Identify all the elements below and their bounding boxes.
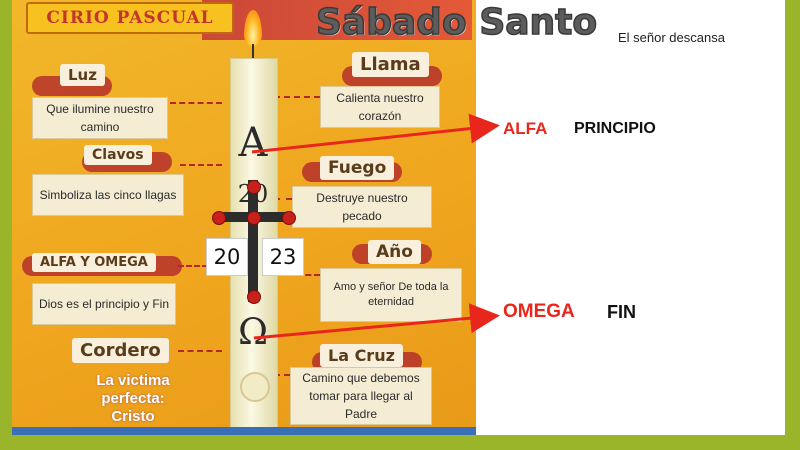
- nail-grain-center: [247, 211, 261, 225]
- page-subtitle: El señor descansa: [618, 30, 725, 45]
- tag-alfa-omega: ALFA Y OMEGA: [32, 253, 156, 272]
- year-right-box: 23: [262, 238, 304, 276]
- nail-grain-right: [282, 211, 296, 225]
- tag-llama: Llama: [352, 52, 429, 77]
- cross-vertical: [248, 180, 258, 302]
- flame-icon: [244, 10, 262, 46]
- connector-line: [180, 164, 222, 166]
- connector-line: [274, 374, 290, 376]
- desc-fuego: Destruye nuestro pecado: [292, 186, 432, 228]
- tag-la-cruz: La Cruz: [320, 344, 403, 367]
- tag-fuego: Fuego: [320, 156, 395, 180]
- lamb-icon: [240, 372, 270, 402]
- meaning-omega: FIN: [607, 302, 636, 322]
- desc-clavos: Simboliza las cinco llagas: [32, 174, 184, 216]
- desc-llama: Calienta nuestro corazón: [320, 86, 440, 128]
- connector-line: [288, 274, 320, 276]
- connector-line: [170, 102, 222, 104]
- poster-header: CIRIO PASCUAL: [26, 2, 234, 34]
- nail-grain-bottom: [247, 290, 261, 304]
- desc-cordero: La victima perfecta: Cristo: [96, 372, 170, 425]
- desc-la-cruz: Camino que debemos tomar para llegar al …: [290, 367, 432, 425]
- meaning-alfa: PRINCIPIO: [574, 120, 656, 137]
- tag-clavos: Clavos: [84, 145, 152, 165]
- alpha-symbol: A: [238, 120, 268, 166]
- term-omega: OMEGA: [503, 301, 575, 322]
- omega-symbol: Ω: [238, 312, 268, 353]
- year-left-box: 20: [206, 238, 248, 276]
- cirio-pascual-poster: CIRIO PASCUAL Luz Que ilumine nuestro ca…: [12, 0, 476, 435]
- nail-grain-top: [247, 180, 261, 194]
- connector-line: [178, 350, 222, 352]
- poster-bottom-strip: [12, 427, 476, 435]
- tag-luz: Luz: [60, 64, 105, 86]
- term-alfa: ALFA: [503, 119, 548, 138]
- desc-ano: Amo y señor De toda la eternidad: [320, 268, 462, 322]
- page-title: Sábado Santo: [315, 1, 598, 44]
- desc-alfa-omega: Dios es el principio y Fin: [32, 283, 176, 325]
- connector-line: [178, 265, 208, 267]
- tag-cordero: Cordero: [72, 338, 169, 363]
- connector-line: [274, 96, 320, 98]
- connector-line: [274, 198, 292, 200]
- tag-ano: Año: [368, 240, 421, 264]
- nail-grain-left: [212, 211, 226, 225]
- desc-luz: Que ilumine nuestro camino: [32, 97, 168, 139]
- candle-wick: [252, 44, 254, 58]
